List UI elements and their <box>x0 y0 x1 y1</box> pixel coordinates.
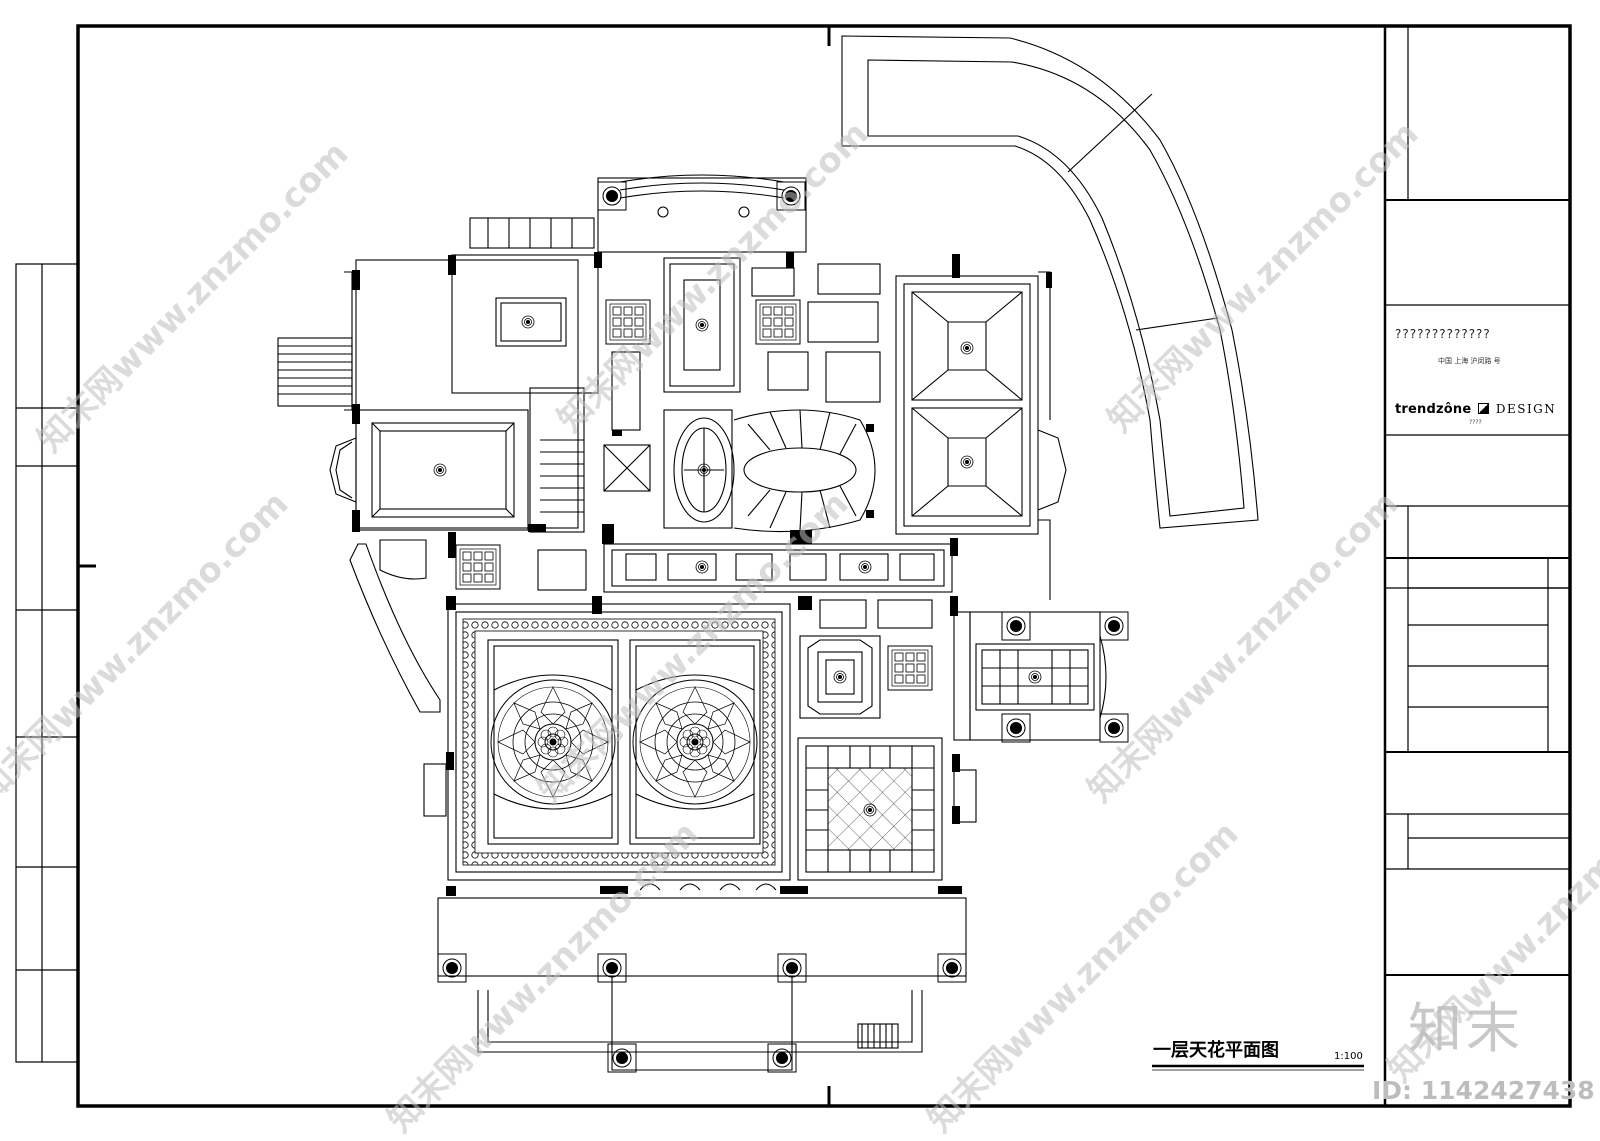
brand-mark-icon <box>1478 403 1490 414</box>
brand-design: DESIGN <box>1495 402 1557 416</box>
brand-logo: trendzône DESIGN <box>1395 403 1556 416</box>
revision-strip <box>15 263 79 1063</box>
brand-subtitle: ???? <box>1469 419 1482 426</box>
watermark-id: ID: 1142427438 <box>1372 1076 1595 1105</box>
drawing-scale: 1:100 <box>1334 1051 1363 1062</box>
watermark-logo: 知末 <box>1408 997 1524 1060</box>
drawing-title: 一层天花平面图 <box>1153 1040 1279 1061</box>
title-block-heading: ????????????? <box>1395 327 1491 341</box>
address-line: 中国 上海 沪闵路 号 <box>1438 357 1501 365</box>
brand-word: trendzône <box>1395 402 1472 417</box>
watermark-lattice <box>318 178 322 182</box>
title-block-grid <box>1385 26 1570 976</box>
wall-blocks <box>352 252 1052 896</box>
floor-plan <box>277 174 1129 1073</box>
sheet-frame <box>76 24 1572 1108</box>
curved-ramp <box>841 35 1259 529</box>
title-underline <box>1152 1064 1364 1071</box>
